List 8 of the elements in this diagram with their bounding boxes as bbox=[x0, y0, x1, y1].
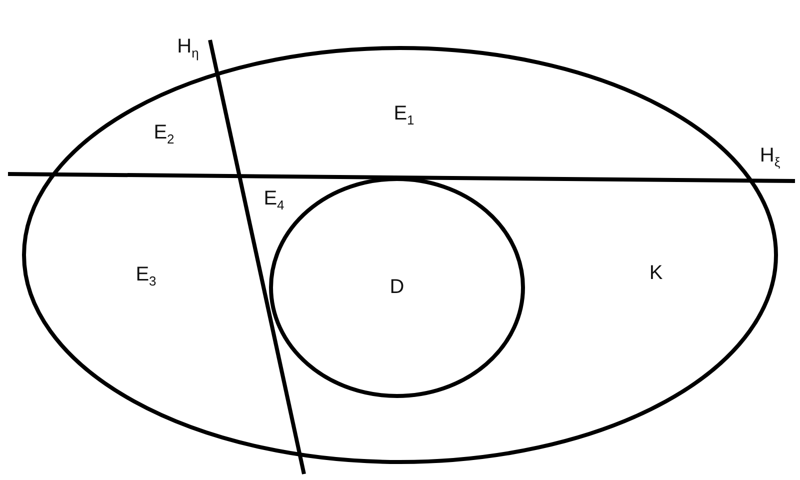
region-label: D bbox=[390, 276, 404, 296]
region-label: K bbox=[649, 263, 663, 283]
line-label: H$_{ξ}$ bbox=[760, 146, 780, 168]
line-label: H$_{η}$ bbox=[177, 36, 199, 60]
region-label: E$_{3}$ bbox=[136, 264, 156, 288]
region-label: E$_{1}$ bbox=[394, 104, 414, 126]
region-label: E$_{2}$ bbox=[154, 122, 174, 146]
region-label: E$_{4}$ bbox=[264, 188, 284, 212]
